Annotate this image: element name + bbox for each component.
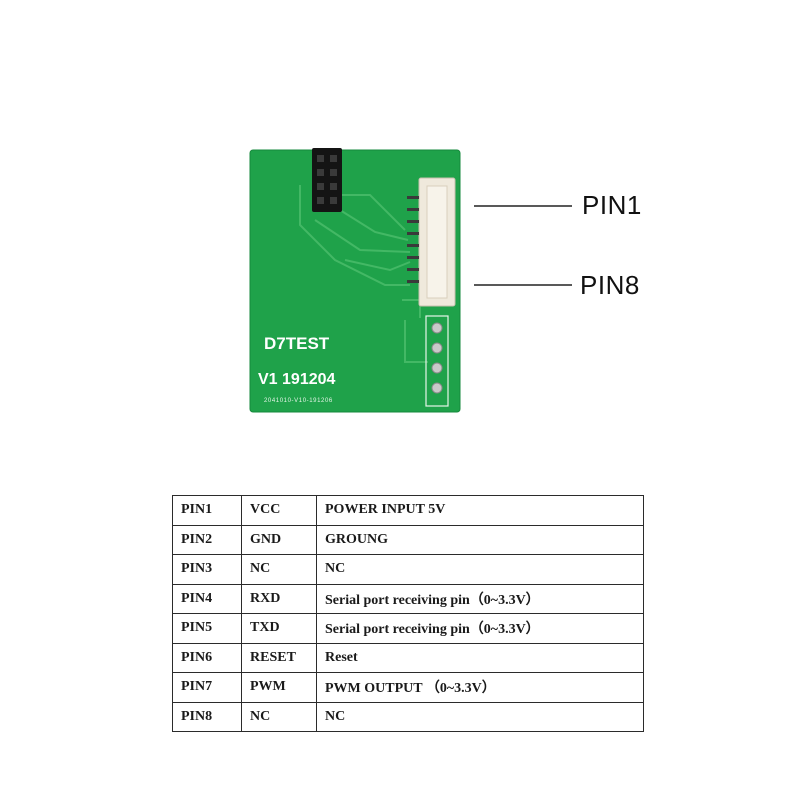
signal-cell: NC	[241, 554, 317, 585]
signal-cell: GND	[241, 524, 317, 555]
table-row: PIN5 TXD Serial port receiving pin（0~3.3…	[172, 613, 644, 644]
description-cell: NC	[316, 701, 644, 732]
pcb-board	[249, 149, 461, 413]
signal-cell: PWM	[241, 672, 317, 703]
pinout-table: PIN1 VCC POWER INPUT 5V PIN2 GND GROUNG …	[172, 495, 644, 732]
pin-cell: PIN6	[172, 642, 242, 673]
board-serial-label: 2041010-V10-191206	[264, 398, 333, 404]
callout-label-pin8: PIN8	[580, 270, 640, 300]
pcb-module-illustration	[249, 148, 572, 413]
pin-cell: PIN3	[172, 554, 242, 585]
description-cell: GROUNG	[316, 524, 644, 555]
description-cell: POWER INPUT 5V	[316, 495, 644, 526]
8-pin-connector	[407, 177, 456, 307]
description-cell: Reset	[316, 642, 644, 673]
description-cell: Serial port receiving pin（0~3.3V）	[316, 613, 644, 644]
table-row: PIN7 PWM PWM OUTPUT （0~3.3V）	[172, 672, 644, 703]
pin-cell: PIN5	[172, 613, 242, 644]
test-pads	[425, 315, 449, 407]
description-cell: NC	[316, 554, 644, 585]
signal-cell: RESET	[241, 642, 317, 673]
pin-cell: PIN1	[172, 495, 242, 526]
table-row: PIN3 NC NC	[172, 554, 644, 585]
pcb-traces	[299, 185, 428, 363]
description-cell: Serial port receiving pin（0~3.3V）	[316, 583, 644, 614]
board-version-label: V1 191204	[258, 371, 336, 388]
signal-cell: NC	[241, 701, 317, 732]
table-row: PIN6 RESET Reset	[172, 642, 644, 673]
pin-cell: PIN8	[172, 701, 242, 732]
table-row: PIN4 RXD Serial port receiving pin（0~3.3…	[172, 583, 644, 614]
pin-cell: PIN7	[172, 672, 242, 703]
pin-cell: PIN2	[172, 524, 242, 555]
description-cell: PWM OUTPUT （0~3.3V）	[316, 672, 644, 703]
table-row: PIN1 VCC POWER INPUT 5V	[172, 495, 644, 526]
board-model-label: D7TEST	[264, 334, 330, 353]
table-row: PIN2 GND GROUNG	[172, 524, 644, 555]
table-row: PIN8 NC NC	[172, 701, 644, 732]
callout-label-pin1: PIN1	[582, 190, 642, 220]
signal-cell: TXD	[241, 613, 317, 644]
signal-cell: RXD	[241, 583, 317, 614]
pin-cell: PIN4	[172, 583, 242, 614]
female-header	[312, 148, 342, 212]
signal-cell: VCC	[241, 495, 317, 526]
